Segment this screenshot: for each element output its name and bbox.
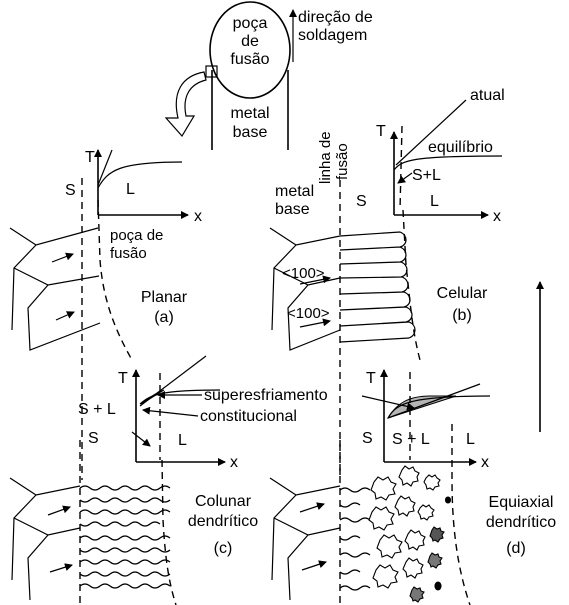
d-mode-name-line1: Equiaxial [489, 494, 554, 511]
c-columnar-dendrites [80, 486, 170, 588]
d-x-label: x [481, 454, 489, 471]
a-L-label: L [126, 181, 135, 198]
b-mode-letter: (b) [452, 307, 472, 324]
c-L-label: L [178, 432, 187, 449]
base-metal-label-line1: metal [230, 105, 269, 122]
b-grain-boundaries [270, 228, 340, 350]
d-grain-boundaries [270, 478, 340, 600]
d-grain-arrow-1 [300, 504, 324, 512]
d-short-dendrites [340, 488, 370, 590]
b-pool-boundary [403, 210, 420, 360]
a-grain-boundaries [10, 228, 100, 350]
a-mode-name: Planar [141, 289, 188, 306]
a-liquidus-curve [98, 162, 182, 188]
a-S-label: S [65, 182, 76, 199]
d-actual-temp-curve [388, 384, 480, 418]
c-const-arrow [143, 410, 198, 416]
d-equiaxed-grains [369, 466, 451, 602]
d-pool-boundary [452, 424, 470, 605]
a-grain-arrow-1 [52, 254, 73, 262]
b-base-label-line2: base [275, 201, 310, 218]
c-mode-name-line2: dendrítico [188, 513, 258, 530]
pool-label-line2: de [241, 33, 259, 50]
b-S-label: S [356, 193, 367, 210]
b-SL-label: S+L [412, 167, 441, 184]
pool-label-line3: fusão [230, 51, 269, 68]
b-fusion-line-label-2: fusão [334, 143, 351, 180]
b-x-label: x [493, 208, 501, 225]
a-x-label: x [194, 208, 202, 225]
c-x-label: x [230, 454, 238, 471]
b-equilibrium-label: equilíbrio [428, 139, 493, 156]
weld-pool-schematic: poça de fusão metal base direção de sold… [166, 2, 373, 150]
panel-a-planar: T x S L poça de fusão Planar (a) [10, 149, 202, 480]
d-SL-label: S + L [392, 431, 430, 448]
d-T-label: T [366, 370, 376, 387]
c-mode-letter: (c) [214, 540, 233, 557]
a-pool-label-line2: fusão [110, 245, 147, 262]
b-mode-name: Celular [437, 285, 488, 302]
welding-direction-line2: soldagem [298, 27, 367, 44]
b-dir-label-2: <100> [287, 305, 330, 322]
b-dir-label-1: <100> [282, 265, 325, 282]
a-mode-letter: (a) [154, 309, 174, 326]
b-base-label-line1: metal [275, 183, 314, 200]
d-mode-letter: (d) [506, 540, 526, 557]
panel-c-columnar-dendritic: T x superesfriamento constitucional S + … [10, 356, 328, 605]
b-L-label: L [430, 193, 439, 210]
d-mode-name-line2: dendrítico [486, 514, 556, 531]
c-supercooling-label: superesfriamento [204, 387, 328, 404]
b-T-label: T [376, 123, 386, 140]
a-pool-boundary [98, 200, 132, 360]
c-constitutional-label: constitucional [200, 408, 297, 425]
c-grain-arrow-2 [50, 565, 72, 572]
base-metal-label-line2: base [233, 124, 268, 141]
a-grain-arrow-2 [56, 312, 74, 320]
panel-d-equiaxed-dendritic: T x S S + L L [270, 370, 556, 605]
a-pool-label-line1: poça de [110, 227, 163, 244]
panel-b-cellular: T x atual equilíbrio S+L S L linha de fu… [270, 87, 505, 480]
c-grain-boundaries [10, 478, 80, 600]
a-actual-temp-curve [98, 150, 112, 185]
c-grain-arrow-1 [48, 507, 70, 515]
c-T-label: T [118, 370, 128, 387]
d-grain-arrow-2 [302, 562, 326, 570]
b-dashed-axis [400, 126, 402, 210]
d-L-label: L [466, 431, 475, 448]
welding-direction-line1: direção de [298, 9, 373, 26]
b-actual-label: atual [470, 87, 505, 104]
c-actual-temp-curve [140, 356, 206, 406]
b-cells [340, 232, 415, 342]
d-S-label: S [362, 430, 373, 447]
c-SL-label: S + L [78, 401, 116, 418]
c-pool-boundary [162, 460, 176, 605]
c-S-label: S [88, 430, 99, 447]
b-fusion-line-label-1: linha de [317, 131, 334, 184]
a-T-label: T [85, 149, 95, 166]
b-liquidus-curve [394, 156, 502, 170]
pool-label-line1: poça [233, 15, 268, 32]
c-mode-name-line1: Colunar [195, 493, 252, 510]
c-SL-arrow [132, 432, 150, 446]
zoom-curved-arrow [166, 72, 206, 136]
